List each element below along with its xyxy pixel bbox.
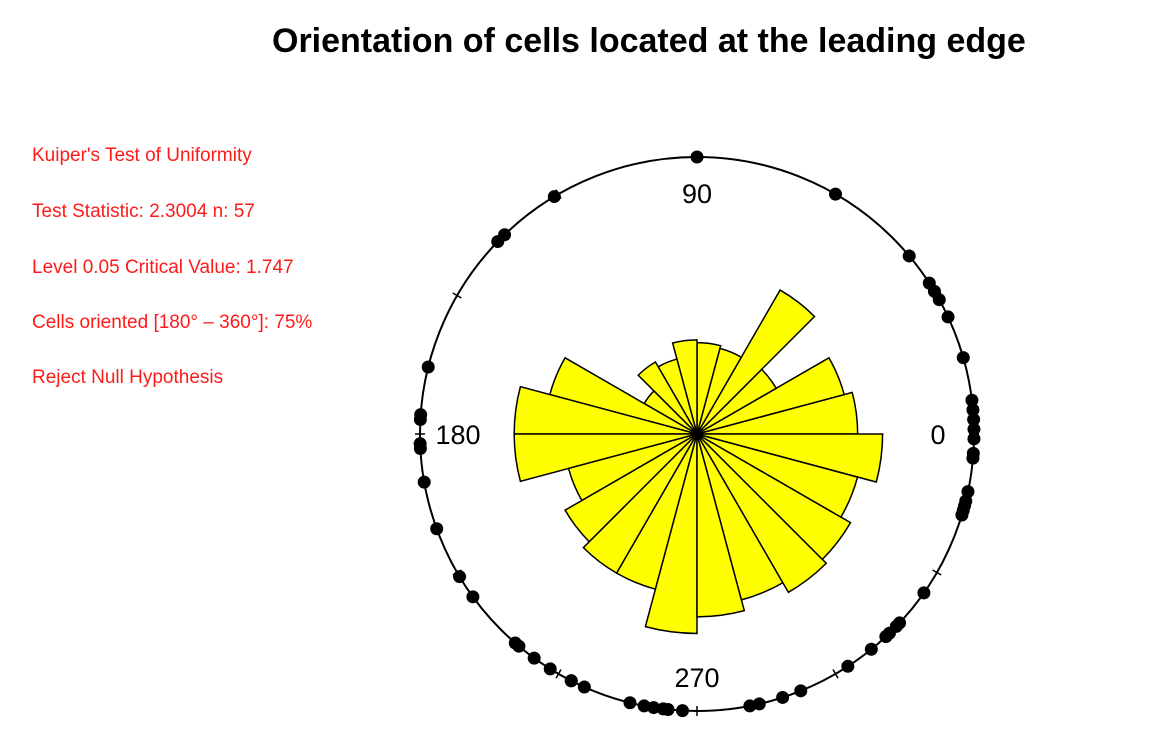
tick-330: [932, 569, 942, 576]
label-0: 0: [930, 420, 945, 450]
data-point-8: [965, 393, 979, 407]
data-point-1: [829, 187, 842, 201]
tick-300: [832, 669, 839, 679]
data-point-45: [466, 590, 480, 604]
test-statistic-label: Test Statistic: 2.3004 n: 57: [32, 201, 255, 222]
data-point-41: [543, 662, 557, 676]
label-270: 270: [674, 663, 719, 693]
petal-255: [644, 433, 698, 635]
data-point-36: [637, 699, 651, 713]
test-name-label: Kuiper's Test of Uniformity: [32, 145, 252, 166]
data-point-7: [956, 351, 970, 365]
data-point-56: [547, 190, 561, 204]
data-point-6: [941, 310, 955, 324]
petal-345: [696, 433, 884, 483]
data-point-44: [508, 636, 522, 650]
data-point-0: [690, 150, 704, 164]
rose-petals: [513, 289, 884, 635]
critical-value-label: Level 0.05 Critical Value: 1.747: [32, 257, 294, 278]
data-point-10: [967, 413, 981, 427]
data-point-40: [564, 674, 578, 688]
chart-title: Orientation of cells located at the lead…: [272, 22, 1026, 60]
data-point-34: [656, 702, 670, 716]
data-point-47: [430, 522, 444, 536]
data-point-25: [879, 630, 893, 644]
orientation-percent-label: Cells oriented [180° – 360°]: 75%: [32, 312, 313, 333]
petal-120: [637, 361, 698, 435]
data-point-42: [527, 651, 541, 665]
data-point-37: [623, 696, 637, 710]
petal-315: [696, 433, 852, 561]
data-point-31: [743, 699, 757, 713]
data-point-26: [864, 642, 878, 656]
data-point-12: [967, 432, 981, 446]
label-180: 180: [435, 420, 480, 450]
data-point-5: [932, 293, 946, 307]
data-point-28: [794, 684, 808, 698]
data-point-20: [917, 586, 931, 600]
data-point-2: [902, 249, 916, 263]
conclusion-label: Reject Null Hypothesis: [32, 367, 224, 388]
data-point-52: [414, 408, 428, 422]
data-point-27: [841, 659, 855, 673]
petal-300: [696, 433, 828, 594]
data-point-46: [453, 570, 467, 584]
data-point-50: [413, 437, 427, 451]
petal-45: [696, 289, 816, 435]
data-point-48: [417, 475, 431, 489]
petal-15: [696, 356, 846, 435]
data-point-29: [776, 690, 790, 704]
data-point-11: [967, 422, 981, 436]
data-point-38: [577, 680, 591, 694]
data-point-14: [966, 451, 980, 465]
data-point-9: [966, 403, 980, 417]
data-point-19: [955, 508, 969, 522]
data-points: [413, 150, 981, 718]
tick-240: [555, 669, 562, 679]
tick-150: [452, 292, 462, 299]
data-point-32: [676, 704, 690, 718]
data-point-53: [421, 360, 435, 374]
data-point-55: [498, 228, 512, 242]
direction-labels: 0 90 180 270: [435, 179, 945, 693]
label-90: 90: [682, 179, 712, 209]
